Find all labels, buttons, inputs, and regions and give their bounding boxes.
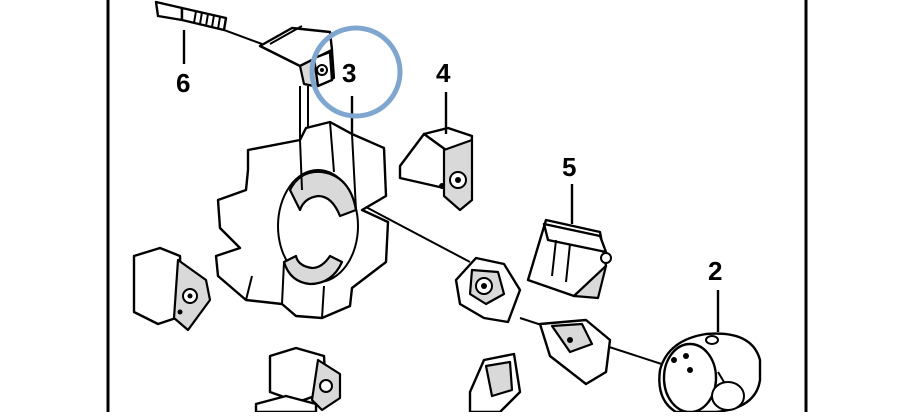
segment-lower-right xyxy=(538,318,612,386)
segment-center xyxy=(454,256,522,324)
part-label-6: 6 xyxy=(176,68,190,98)
part-5-segment xyxy=(526,218,612,300)
central-spider xyxy=(214,120,390,320)
part-label-4: 4 xyxy=(436,58,451,88)
part-4-segment xyxy=(398,126,474,212)
highlight-circle xyxy=(309,25,403,119)
part-6-screw xyxy=(154,0,228,32)
part-2-hub xyxy=(658,332,762,414)
segment-left xyxy=(132,246,212,332)
segment-bottom-middle xyxy=(468,352,522,414)
part-label-5: 5 xyxy=(562,152,576,182)
part-label-2: 2 xyxy=(708,256,722,286)
part-3-segment xyxy=(258,25,336,88)
segment-bottom-left xyxy=(254,346,342,414)
part-label-3: 3 xyxy=(342,58,356,88)
